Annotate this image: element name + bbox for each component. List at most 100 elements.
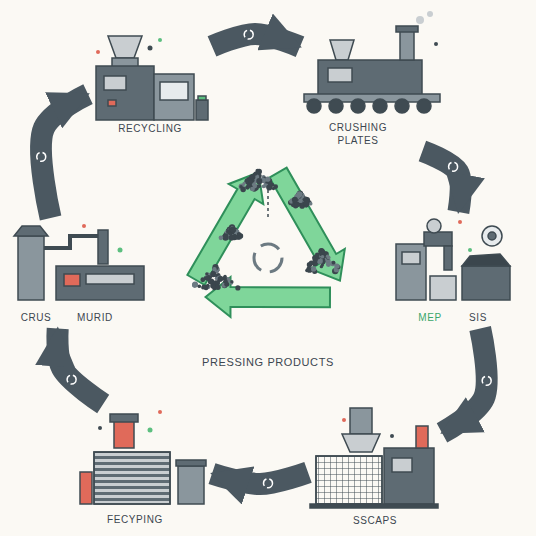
station: SSCAPS [308, 400, 442, 532]
recycle-symbol [267, 190, 269, 220]
gravel-piles [192, 281, 198, 287]
scrap-baskets [384, 448, 434, 504]
recycling-machine [160, 82, 188, 100]
station: CRUSMURID [8, 218, 150, 329]
flow-arrow [41, 94, 88, 218]
gravel-piles [202, 284, 207, 289]
gravel-piles [326, 254, 329, 257]
scrap-baskets [390, 434, 394, 438]
stacked-press [110, 414, 138, 422]
gravel-piles [218, 276, 224, 282]
gravel-piles [228, 232, 232, 236]
recycling-machine [198, 96, 206, 100]
station-label: MEP [418, 312, 441, 325]
recycling-machine [158, 38, 162, 42]
gravel-piles [239, 185, 242, 188]
processing-machines [462, 266, 510, 300]
recycle-icon [67, 375, 76, 384]
crusher-machine [427, 11, 433, 17]
recycle-icon [449, 162, 458, 171]
processing-machines [427, 219, 441, 233]
recycle-icon [264, 479, 273, 488]
processing-machines [396, 219, 510, 300]
tower-machine [56, 266, 144, 300]
tower-machine [14, 224, 144, 300]
recycle-symbol [240, 163, 375, 285]
crusher-machine [318, 60, 422, 96]
station-label: CRUS [21, 312, 52, 325]
gravel-piles [296, 191, 302, 197]
gravel-piles [215, 285, 220, 290]
gravel-piles [192, 282, 198, 288]
station: CRUSHING PLATES [300, 12, 444, 151]
gravel-piles [311, 266, 316, 271]
crusher-machine [304, 11, 440, 113]
processing-machines [458, 220, 462, 224]
tower-machine [18, 236, 44, 300]
gravel-piles [224, 282, 229, 287]
center-label: PRESSING PRODUCTS [202, 356, 334, 370]
station: MEP SIS [388, 212, 516, 329]
crusher-machine [328, 68, 352, 82]
gravel-piles [321, 249, 325, 253]
recycling-machine [96, 36, 208, 120]
gravel-piles [315, 253, 320, 258]
gravel-piles [235, 285, 240, 290]
recycling-machine [196, 100, 208, 120]
processing-machines [468, 248, 472, 252]
gravel-piles [321, 250, 325, 254]
scrap-baskets [310, 408, 438, 508]
gravel-piles [319, 249, 325, 255]
gravel-piles [298, 199, 302, 203]
scrap-baskets [342, 418, 346, 422]
station: RECYCLING [88, 26, 212, 140]
recycle-symbol [187, 163, 375, 359]
crusher-machine [416, 16, 424, 24]
flow-arrow [212, 34, 300, 47]
station-label: FECYPING [107, 514, 163, 527]
processing-machines [488, 232, 496, 240]
gravel-piles [256, 169, 262, 175]
gravel-piles [334, 263, 339, 268]
crusher-machine [329, 99, 343, 113]
recycle-symbol [203, 237, 338, 359]
flow-arrow [442, 329, 487, 433]
scrap-baskets [316, 456, 382, 504]
gravel-piles [197, 284, 201, 288]
processing-machines [482, 226, 502, 246]
crusher-machine [396, 26, 418, 32]
gravel-piles [250, 187, 255, 192]
station-label: CRUSHING PLATES [313, 122, 403, 147]
recycling-machine [148, 46, 153, 51]
gravel-piles [299, 199, 303, 203]
gravel-piles [249, 180, 253, 184]
recycling-machine [96, 66, 154, 120]
processing-machines [444, 246, 452, 270]
scrap-baskets [310, 504, 438, 508]
gravel-piles [257, 171, 260, 174]
crusher-machine [373, 99, 387, 113]
scrap-baskets [416, 426, 428, 448]
gravel-piles [212, 281, 215, 284]
gravel-piles [320, 249, 324, 253]
tower-machine [86, 274, 134, 284]
stacked-press [176, 460, 206, 466]
flow-arrow [212, 472, 308, 484]
tower-machine [118, 248, 123, 253]
gravel-piles [319, 248, 325, 254]
gravel-piles [210, 271, 216, 277]
station-label: SIS [469, 312, 487, 325]
recycle-symbol [187, 172, 263, 285]
processing-machines [462, 254, 510, 266]
gravel-piles [242, 182, 245, 185]
processing-machines [396, 244, 426, 300]
stacked-press [94, 452, 170, 504]
scrap-baskets [316, 456, 382, 504]
gravel-piles [332, 261, 336, 265]
gravel-piles [200, 277, 205, 282]
gravel-piles [237, 232, 241, 236]
gravel-piles [320, 265, 323, 268]
stacked-press [158, 410, 162, 414]
gravel-piles [303, 200, 309, 206]
